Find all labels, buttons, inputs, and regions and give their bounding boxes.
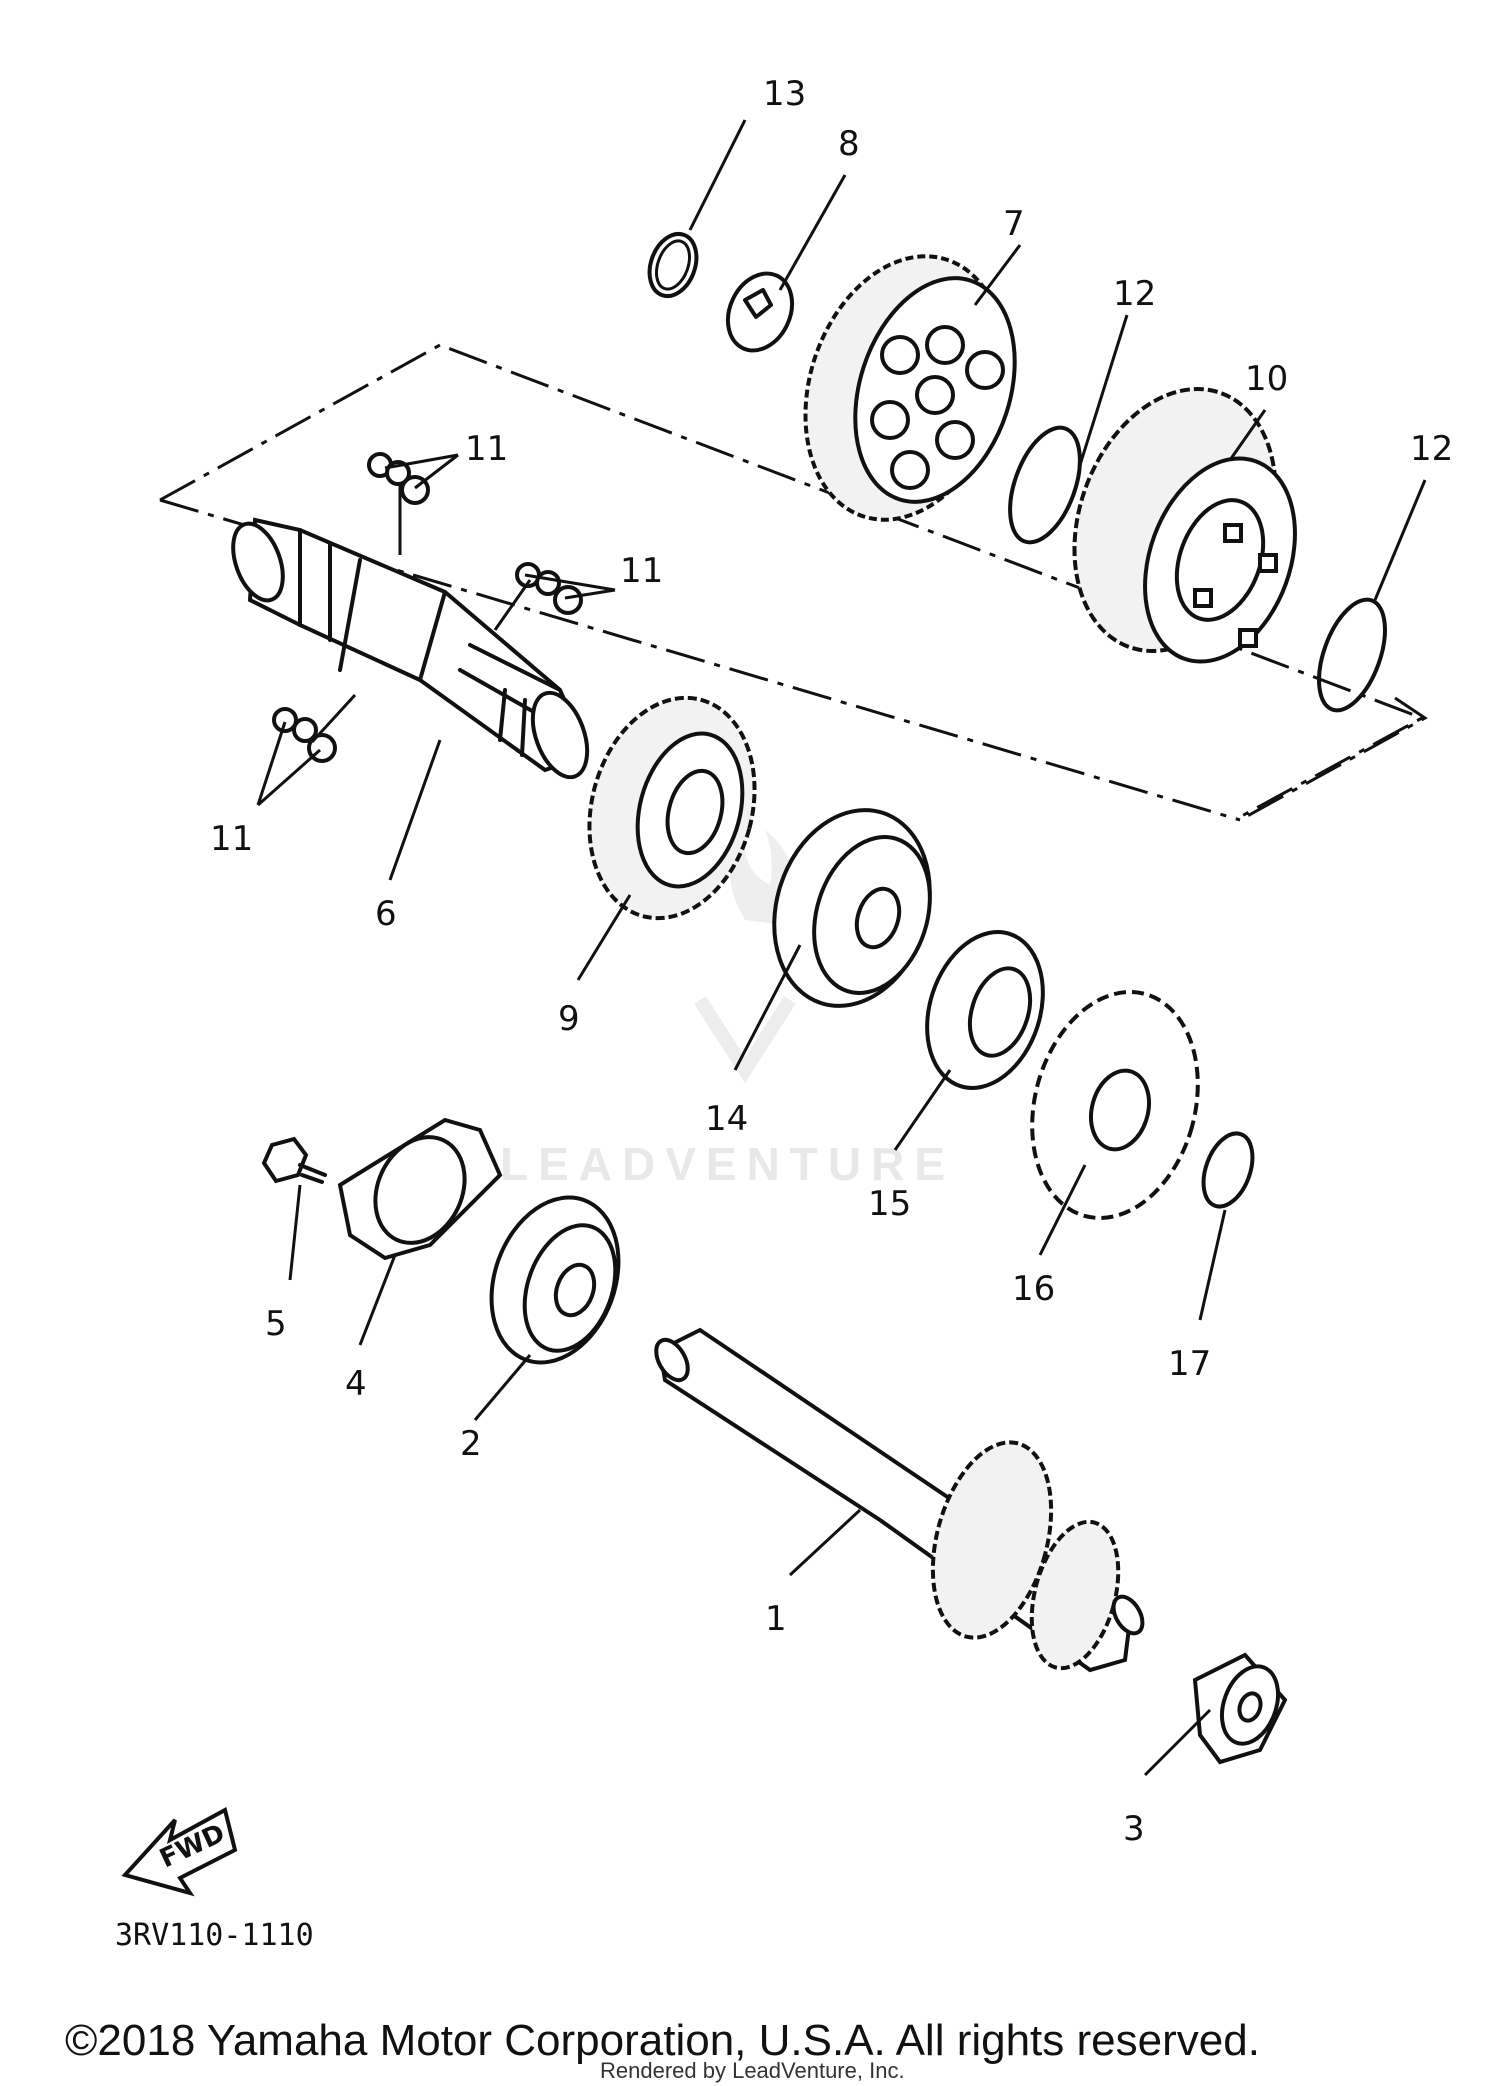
circlip-part-12-upper [1008, 425, 1082, 545]
axle-part-1 [654, 1327, 1145, 1673]
bearing-part-14 [772, 808, 932, 1008]
circlip-part-13 [647, 232, 699, 298]
sprocket-part-16 [1030, 990, 1200, 1220]
callout-17: 17 [1168, 1344, 1211, 1384]
callout-12-upper: 12 [1113, 274, 1156, 314]
watermark-text: LEADVENTURE [500, 1138, 955, 1190]
callout-8: 8 [838, 124, 860, 164]
callout-11-middle: 11 [620, 551, 663, 591]
callout-5: 5 [265, 1304, 287, 1344]
gear-part-9 [587, 695, 757, 921]
callout-7: 7 [1003, 204, 1025, 244]
bolt-part-5 [261, 1136, 327, 1184]
fwd-arrow-icon: FWD [121, 1807, 238, 1897]
rendered-by: Rendered by LeadVenture, Inc. [600, 2058, 905, 2083]
bushing-part-3 [1192, 1652, 1288, 1765]
callout-labels: 13 8 7 12 10 12 11 11 11 11 6 9 14 15 16… [210, 74, 1453, 1849]
gear-part-7 [803, 254, 1017, 522]
washer-part-8 [725, 271, 795, 353]
callout-13: 13 [763, 74, 806, 114]
callout-11-bottom: 11 [210, 819, 253, 859]
circlip-part-12-lower [1317, 597, 1387, 713]
callout-10: 10 [1245, 359, 1288, 399]
copyright-notice: ©2018 Yamaha Motor Corporation, U.S.A. A… [65, 2016, 1260, 2065]
shaft-part-6 [231, 517, 590, 780]
callout-2: 2 [460, 1424, 482, 1464]
callout-16: 16 [1012, 1269, 1055, 1309]
callout-15: 15 [868, 1184, 911, 1224]
callout-6: 6 [375, 894, 397, 934]
balls-part-11 [272, 452, 583, 763]
leader-lines [256, 119, 1427, 1777]
plate-part-4 [337, 1117, 503, 1261]
callout-14: 14 [705, 1099, 748, 1139]
callout-1: 1 [765, 1599, 787, 1639]
circlip-part-17 [1201, 1131, 1255, 1209]
callout-9: 9 [558, 999, 580, 1039]
callout-12-lower: 12 [1410, 429, 1453, 469]
oil-seal-part-15 [925, 930, 1045, 1090]
bearing-part-2 [489, 1195, 621, 1365]
callout-11-top: 11 [465, 429, 508, 469]
gear-part-10 [1072, 387, 1297, 664]
callout-3: 3 [1123, 1809, 1145, 1849]
callout-4: 4 [345, 1364, 367, 1404]
part-code: 3RV110-1110 [115, 1918, 314, 1953]
watermark: LEADVENTURE [500, 830, 955, 1190]
